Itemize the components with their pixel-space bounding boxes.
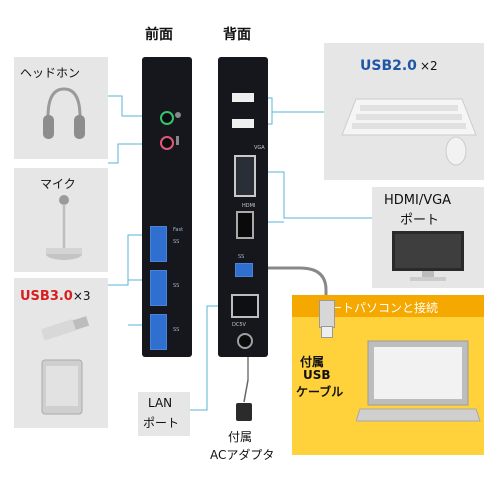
- front-device: Fast SS SS SS: [142, 57, 192, 357]
- hdmi-vga-label-2: ポート: [400, 213, 440, 228]
- usb3-port-1[interactable]: [150, 226, 167, 262]
- microphone-icon: [46, 195, 82, 260]
- usb-stick-icon: [41, 316, 90, 341]
- headphone-icon: [43, 87, 85, 139]
- usb3-label: USB3.0×3: [20, 289, 91, 304]
- ss-tag-2: SS: [173, 283, 180, 289]
- usb2-port-1[interactable]: [232, 93, 254, 102]
- usb3-panel: USB3.0×3: [14, 278, 108, 428]
- keyboard-mouse-icon: [341, 98, 477, 166]
- lan-line-2: ポート: [143, 416, 180, 430]
- laptop-banner-text: ノートパソコンと接続: [318, 301, 439, 315]
- usb-cable-line-3: ケーブル: [296, 385, 344, 399]
- ac-adapter-icon: [236, 403, 252, 421]
- usb3-port-3[interactable]: [150, 314, 167, 350]
- back-device: VGA HDMI SS DC5V: [218, 57, 268, 357]
- lan-callout: LAN ポート: [138, 392, 190, 436]
- usb-cable-tip: [321, 326, 333, 338]
- dc-port[interactable]: [237, 333, 253, 349]
- laptop-icon: [356, 340, 481, 422]
- hdmi-vga-label-1: HDMI/VGA: [384, 193, 452, 208]
- usb2-label: USB2.0×2: [360, 58, 438, 74]
- usb-cable-line-1: 付属: [300, 355, 325, 369]
- hdmi-tag: HDMI: [242, 203, 256, 209]
- usb2-port-2[interactable]: [232, 119, 254, 128]
- mic-label: マイク: [40, 177, 76, 191]
- usb2-count: ×2: [419, 59, 438, 73]
- hdmi-vga-panel: HDMI/VGA ポート: [372, 187, 484, 288]
- vga-tag: VGA: [254, 145, 265, 151]
- ss-tag-3: SS: [173, 327, 180, 333]
- headphone-jack[interactable]: [160, 111, 174, 125]
- usb-cable-plug: [319, 300, 335, 328]
- headphone-label: ヘッドホン: [20, 66, 81, 80]
- lan-line-1: LAN: [148, 396, 173, 410]
- ss-back-tag: SS: [238, 254, 245, 260]
- hdmi-port[interactable]: [236, 211, 254, 239]
- back-header: 背面: [223, 27, 251, 43]
- mic-panel: マイク: [14, 168, 108, 272]
- usb3-b-port[interactable]: [235, 263, 253, 277]
- headphone-panel: ヘッドホン: [14, 57, 108, 159]
- dc-tag: DC5V: [232, 322, 246, 328]
- usb3-count: ×3: [72, 289, 91, 303]
- mic-jack[interactable]: [160, 136, 174, 150]
- usb2-label-text: USB2.0: [360, 58, 417, 74]
- ac-adapter-line-2: ACアダプタ: [210, 448, 275, 462]
- laptop-banner: [292, 295, 484, 317]
- ac-adapter-line-1: 付属: [228, 430, 253, 444]
- usb2-panel: USB2.0×2: [324, 43, 484, 180]
- fast-charge-tag: Fast: [173, 227, 184, 233]
- vga-port[interactable]: [234, 155, 256, 197]
- lan-port[interactable]: [231, 294, 259, 318]
- usb3-label-text: USB3.0: [20, 289, 73, 304]
- usb3-port-2[interactable]: [150, 270, 167, 306]
- mic-glyph-icon: [176, 136, 179, 145]
- external-drive-icon: [41, 359, 83, 415]
- usb-cable-line-2: USB: [303, 368, 331, 382]
- monitor-icon: [392, 231, 464, 281]
- headphone-glyph-icon: [175, 112, 181, 118]
- front-header: 前面: [145, 27, 173, 43]
- ss-tag-1: SS: [173, 239, 180, 245]
